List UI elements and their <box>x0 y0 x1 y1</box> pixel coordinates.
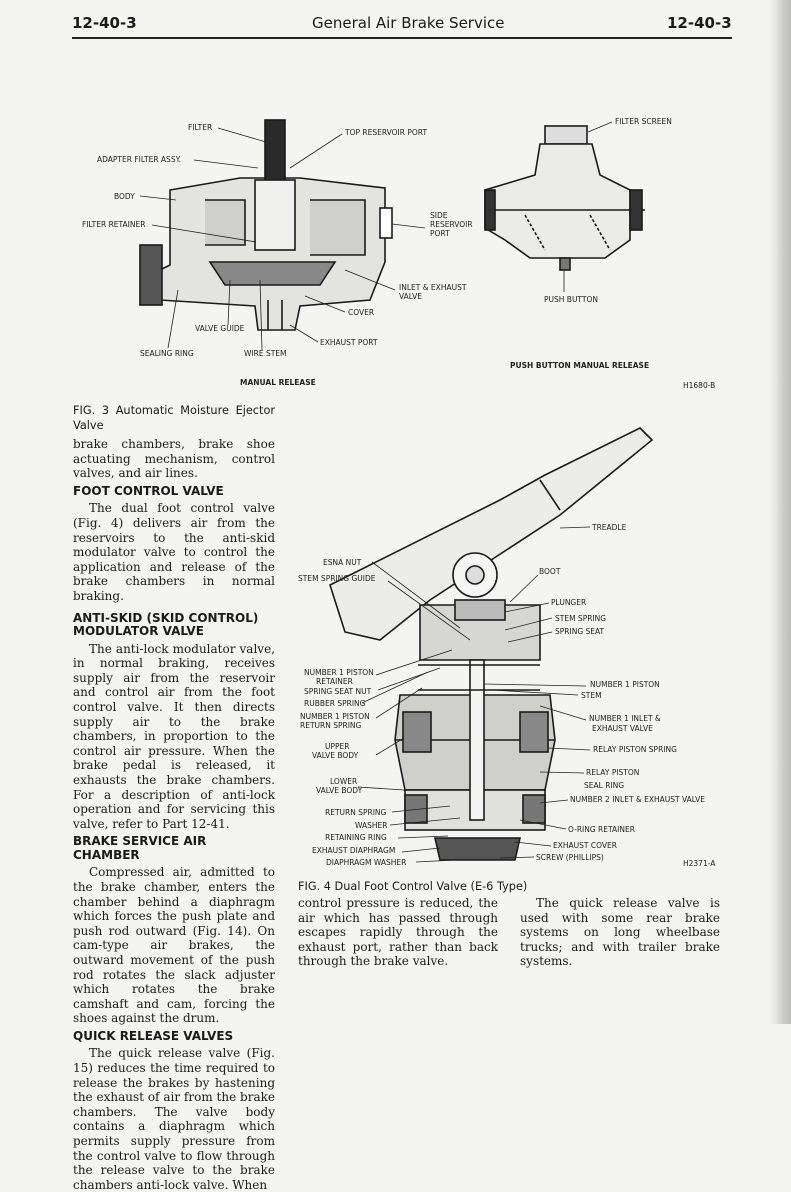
header-rule <box>72 37 732 39</box>
label-number1-piston-retainer-a: NUMBER 1 PISTON <box>304 668 374 677</box>
fig4-diagram: ESNA NUT STEM SPRING GUIDE NUMBER 1 PIST… <box>298 427 716 868</box>
label-side: SIDE <box>430 211 448 220</box>
label-return-spring: RETURN SPRING <box>325 808 387 817</box>
label-exhaust-port: EXHAUST PORT <box>320 338 378 347</box>
foot-control-valve-drawing <box>329 427 654 861</box>
label-side-port: PORT <box>430 229 450 238</box>
label-stem-spring: STEM SPRING <box>555 614 606 623</box>
middle-column: control pressure is reduced, the air whi… <box>298 896 498 969</box>
heading-anti-skid: ANTI-SKID (SKID CONTROL) <box>73 610 259 625</box>
label-upper-valve-body-b: VALVE BODY <box>312 751 359 760</box>
label-number1-piston-retainer-b: RETAINER <box>316 677 353 686</box>
right-column: The quick release valve is used with som… <box>520 896 720 969</box>
manual-page: 12-40-3 General Air Brake Service 12-40-… <box>72 0 791 1192</box>
label-o-ring-retainer: O-RING RETAINER <box>568 825 635 834</box>
label-side-reservoir: RESERVOIR <box>430 220 473 229</box>
label-adapter-filter: ADAPTER FILTER ASSY. <box>97 155 181 164</box>
push-button-valve-drawing <box>484 125 645 271</box>
fig4-leaders <box>357 526 591 863</box>
label-number2-inlet: NUMBER 2 INLET & EXHAUST VALVE <box>570 795 705 804</box>
label-relay-piston: RELAY PISTON <box>586 768 639 777</box>
label-inlet-exhaust-valve: VALVE <box>399 292 422 301</box>
manual-release-leaders <box>139 127 426 351</box>
label-treadle: TREADLE <box>591 523 627 532</box>
heading-quick-release: QUICK RELEASE VALVES <box>73 1028 234 1043</box>
label-spring-seat: SPRING SEAT <box>555 627 605 636</box>
manual-release-valve-drawing <box>139 119 393 331</box>
page-edge-shadow <box>769 0 791 1024</box>
label-lower-valve-body-b: VALVE BODY <box>316 786 363 795</box>
heading-air-chamber: BRAKE SERVICE AIR CHAMBER <box>73 834 207 862</box>
label-upper-valve-body-a: UPPER <box>325 742 350 751</box>
heading-foot-control: FOOT CONTROL VALVE <box>73 483 224 498</box>
label-exhaust-cover: EXHAUST COVER <box>553 841 617 850</box>
heading-modulator: MODULATOR VALVE <box>73 624 204 639</box>
paragraph-anti-skid: The anti-lock modulator valve, in normal… <box>73 641 275 831</box>
label-stem: STEM <box>581 691 602 700</box>
label-retaining-ring: RETAINING RING <box>325 833 387 842</box>
label-boot: BOOT <box>539 567 561 576</box>
paragraph-air-chamber: Compressed air, admitted to the brake ch… <box>73 865 275 1026</box>
fig4-code: H2371-A <box>683 859 716 868</box>
label-rubber-spring: RUBBER SPRING <box>304 699 366 708</box>
paragraph-intro: brake chambers, brake shoe actuating mec… <box>73 437 275 481</box>
label-lower-valve-body-a: LOWER <box>330 777 357 786</box>
label-diaphragm-washer: DIAPHRAGM WASHER <box>326 858 406 867</box>
label-filter: FILTER <box>188 123 212 132</box>
label-number1-piston-return-b: RETURN SPRING <box>300 721 362 730</box>
fig3-caption: FIG. 3 Automatic Moisture Ejector Valve <box>73 404 275 432</box>
label-spring-seat-nut: SPRING SEAT NUT <box>304 687 372 696</box>
label-inlet-exhaust: INLET & EXHAUST <box>399 283 467 292</box>
label-valve-guide: VALVE GUIDE <box>195 324 245 333</box>
label-number1-piston: NUMBER 1 PISTON <box>590 680 660 689</box>
fig3-diagram: FILTER TOP RESERVOIR PORT ADAPTER FILTER… <box>82 117 715 390</box>
label-body: BODY <box>114 192 135 201</box>
fig3-code: H1680-B <box>683 381 715 390</box>
paragraph-foot-control: The dual foot control valve (Fig. 4) del… <box>73 501 275 604</box>
paragraph-quick-release-use: The quick release valve is used with som… <box>520 896 720 969</box>
page-number-left: 12-40-3 <box>72 14 137 32</box>
label-number1-inlet-b: EXHAUST VALVE <box>592 724 653 733</box>
page-header-title: General Air Brake Service <box>312 14 505 32</box>
page-number-right: 12-40-3 <box>667 14 732 32</box>
manual-release-caption: MANUAL RELEASE <box>240 378 316 387</box>
label-cover: COVER <box>348 308 374 317</box>
paragraph-quick-release: The quick release valve (Fig. 15) reduce… <box>73 1046 275 1192</box>
label-screw-phillips: SCREW (PHILLIPS) <box>536 853 604 862</box>
paragraph-quick-release-cont: control pressure is reduced, the air whi… <box>298 896 498 969</box>
label-filter-retainer: FILTER RETAINER <box>82 220 145 229</box>
label-exhaust-diaphragm: EXHAUST DIAPHRAGM <box>312 846 395 855</box>
label-top-reservoir-port: TOP RESERVOIR PORT <box>344 128 427 137</box>
label-number1-piston-return-a: NUMBER 1 PISTON <box>300 712 370 721</box>
push-button-caption: PUSH BUTTON MANUAL RELEASE <box>510 361 649 370</box>
label-plunger: PLUNGER <box>551 598 586 607</box>
label-number1-inlet-a: NUMBER 1 INLET & <box>589 714 661 723</box>
label-filter-screen: FILTER SCREEN <box>615 117 672 126</box>
fig4-caption: FIG. 4 Dual Foot Control Valve (E-6 Type… <box>298 880 528 893</box>
label-sealing-ring: SEALING RING <box>140 349 194 358</box>
label-washer: WASHER <box>355 821 388 830</box>
label-wire-stem: WIRE STEM <box>244 349 287 358</box>
label-stem-spring-guide: STEM SPRING GUIDE <box>298 574 376 583</box>
label-seal-ring: SEAL RING <box>584 781 624 790</box>
label-relay-piston-spring: RELAY PISTON SPRING <box>593 745 677 754</box>
label-push-button: PUSH BUTTON <box>544 295 598 304</box>
label-esna-nut: ESNA NUT <box>323 558 362 567</box>
push-button-leaders <box>563 121 613 292</box>
